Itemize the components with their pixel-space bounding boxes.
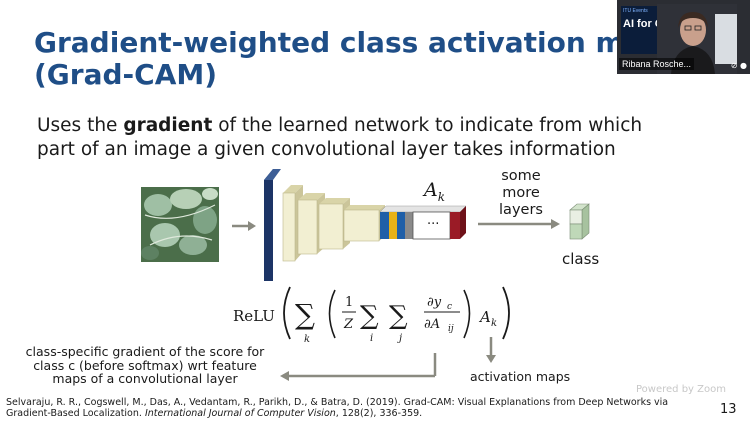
- formula-partial-den-sub: ij: [448, 324, 454, 334]
- gradient-arrow: [280, 353, 437, 381]
- input-leaf-image: [141, 187, 219, 262]
- speaker-video-tile[interactable]: ITU Events AI for Gr Ribana Rosche... ⊘ …: [617, 0, 750, 74]
- formula-partial-den: ∂A: [424, 317, 440, 332]
- subtitle-pre: Uses the: [37, 115, 124, 136]
- subtitle-bold: gradient: [123, 115, 213, 136]
- class-output-cube: [569, 203, 590, 240]
- formula-inner-open-paren: [328, 289, 336, 339]
- input-arrow: [232, 221, 256, 231]
- formula-outer-open-paren: [283, 286, 291, 340]
- background-poster: ITU Events AI for Gr: [621, 6, 668, 54]
- formula-sum-k-sign: ∑: [295, 298, 315, 331]
- poster-text: AI for Gr: [623, 18, 668, 30]
- layers-arrow: [478, 219, 560, 229]
- formula-sum-i-sign: ∑: [360, 301, 379, 331]
- formula-ak-sub: k: [491, 318, 497, 329]
- ak-label-sub: k: [437, 189, 446, 204]
- formula-inner-close-paren: [463, 289, 471, 339]
- formula-sum-k-index: k: [304, 334, 310, 345]
- formula-partial-num-sub: c: [447, 302, 452, 312]
- activation-arrow: [486, 337, 496, 363]
- formula-partial-num: ∂y: [427, 295, 442, 310]
- ak-label-letter: A: [424, 179, 438, 201]
- formula-z: Z: [343, 317, 354, 332]
- feature-map-ellipsis: ...: [427, 213, 440, 228]
- formula-outer-close-paren: [502, 286, 510, 340]
- activation-maps-label: activation maps: [470, 369, 571, 384]
- formula-ak: A: [478, 308, 491, 326]
- speaker-name: Ribana Rosche...: [619, 58, 695, 70]
- title-line-1: Gradient-weighted class activation m: [34, 26, 625, 59]
- formula-sum-j-index: j: [397, 333, 402, 344]
- powered-by-zoom: Powered by Zoom: [636, 384, 726, 395]
- formula-sum-i-index: i: [370, 333, 373, 344]
- slide-subtitle: Uses the gradient of the learned network…: [37, 114, 677, 162]
- title-line-2: (Grad-CAM): [34, 58, 218, 91]
- citation-post: , 128(2), 336-359.: [335, 408, 423, 419]
- formula-sum-j-sign: ∑: [389, 301, 408, 331]
- formula-relu: ReLU: [233, 307, 275, 325]
- poster-brand: ITU Events: [623, 8, 648, 14]
- feature-maps-ak: [379, 205, 467, 240]
- page-number: 13: [720, 402, 737, 417]
- citation: Selvaraju, R. R., Cogswell, M., Das, A.,…: [6, 397, 706, 419]
- citation-journal: International Journal of Computer Vision: [144, 408, 336, 419]
- formula-one: 1: [345, 295, 353, 310]
- class-label: class: [562, 250, 600, 268]
- ak-label: Ak: [424, 179, 445, 204]
- slide-title: Gradient-weighted class activation m (Gr…: [34, 27, 625, 91]
- conv-layer-1: [264, 169, 281, 281]
- mic-muted-icon[interactable]: ⊘ ●: [730, 61, 747, 70]
- citation-pre: Selvaraju, R. R., Cogswell, M., Das, A.,…: [6, 397, 669, 419]
- subtitle-post: of the learned network to indicate from …: [37, 115, 643, 160]
- gradient-note: class-specific gradient of the score for…: [25, 344, 265, 386]
- more-layers-label: some more layers: [499, 168, 543, 218]
